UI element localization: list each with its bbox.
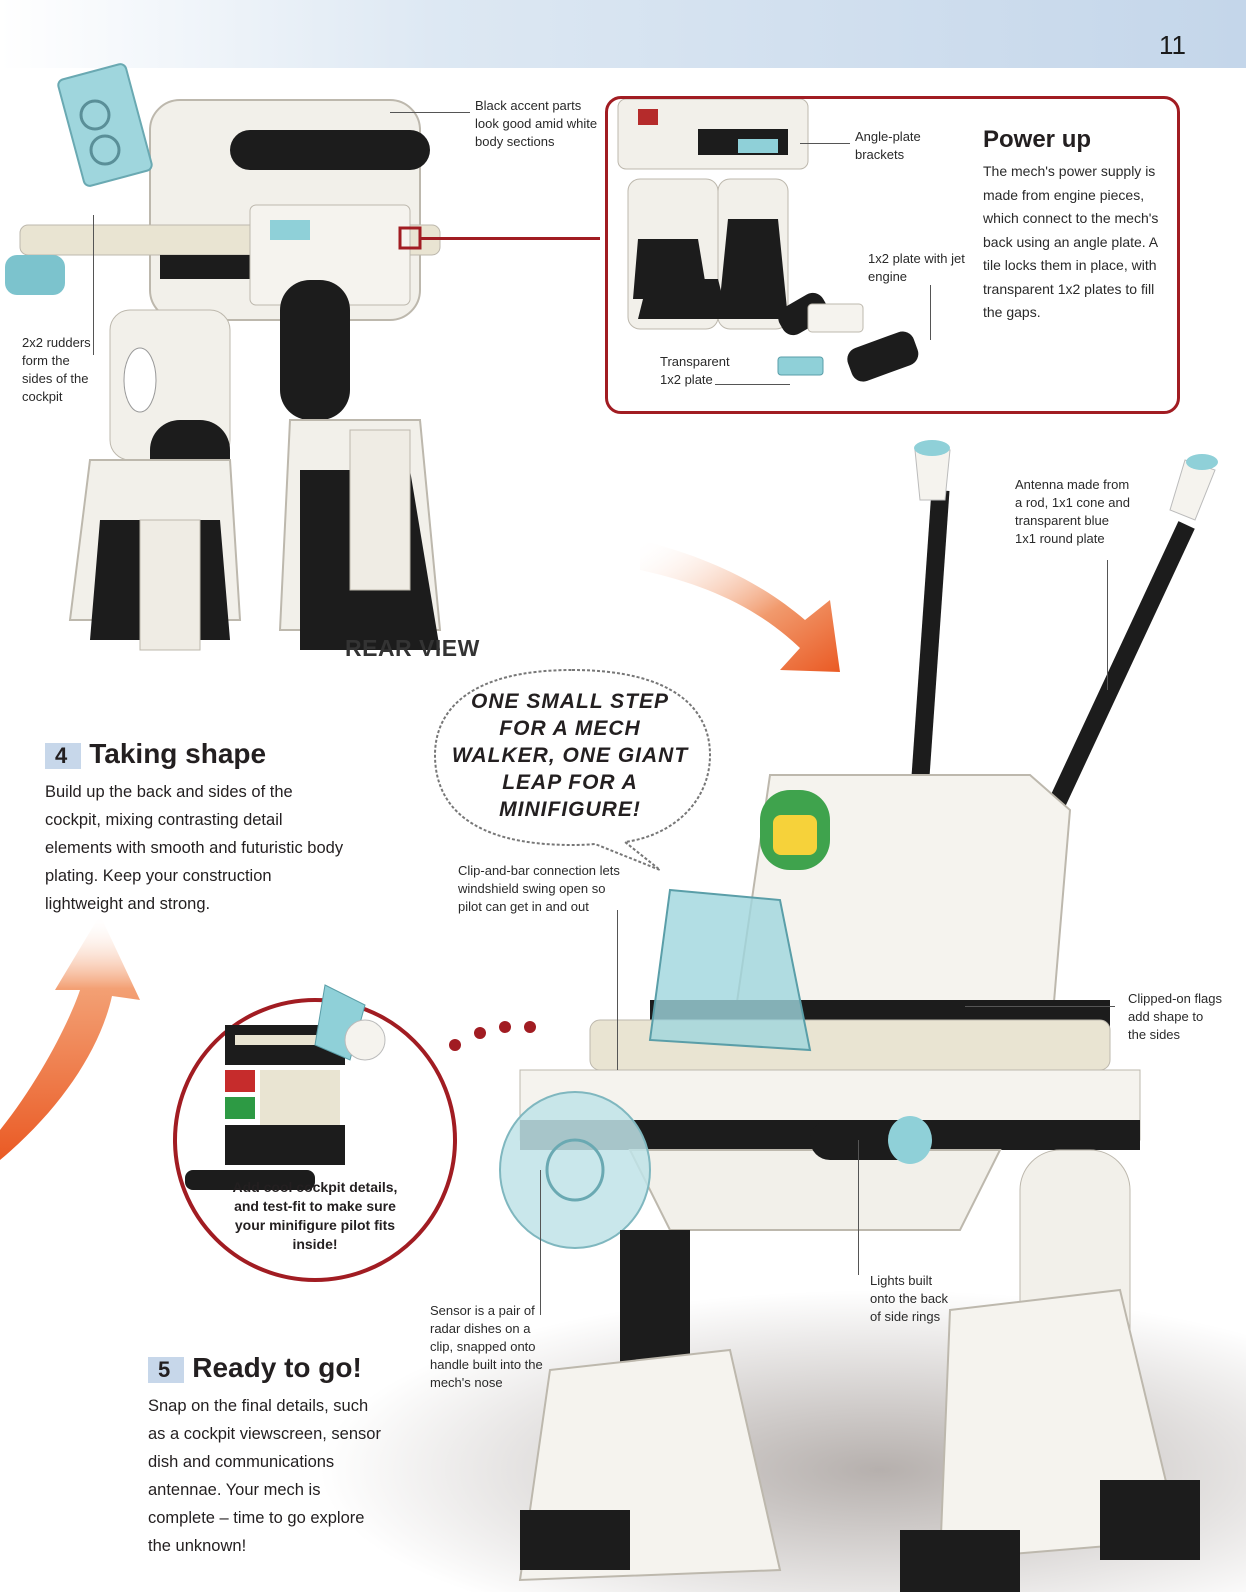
power-up-text: The mech's power supply is made from eng… — [983, 163, 1159, 320]
step4-number: 4 — [45, 743, 82, 769]
rear-view-label: REAR VIEW — [345, 635, 480, 661]
note-clip-bar: Clip-and-bar connection lets windshield … — [458, 863, 620, 914]
page-number: 11 — [1159, 30, 1186, 60]
step5-heading: 5 Ready to go! — [148, 1352, 362, 1384]
arrow-right-curve — [640, 540, 840, 672]
leader-line — [965, 1006, 1115, 1007]
note-transparent-plate: Transparent 1x2 plate — [660, 354, 730, 387]
speech-bubble-shape — [433, 668, 712, 871]
note-angle-plate: Angle-plate brackets — [855, 129, 921, 162]
speech-bubble-text: ONE SMALL STEP FOR A MECH WALKER, ONE GI… — [451, 690, 689, 821]
note-black-accent: Black accent parts look good amid white … — [475, 98, 598, 149]
note-lights: Lights built onto the back of side rings — [870, 1273, 949, 1324]
step5-title: Ready to go! — [192, 1352, 362, 1383]
leader-line — [540, 1170, 541, 1315]
note-sensor: Sensor is a pair of radar dishes on a cl… — [430, 1303, 543, 1390]
step5-number: 5 — [148, 1357, 185, 1383]
leader-line — [617, 910, 618, 1070]
note-jet-engine: 1x2 plate with jet engine — [868, 251, 965, 284]
rear-view-mech-image — [5, 63, 442, 651]
header-bar — [0, 0, 1246, 68]
step5-text: Snap on the final details, such as a coc… — [148, 1397, 381, 1555]
power-supply-image — [617, 99, 919, 382]
mech-walker-image — [499, 440, 1218, 1592]
callout-connector — [420, 237, 600, 240]
note-antenna: Antenna made from a rod, 1x1 cone and tr… — [1015, 477, 1130, 546]
power-up-title: Power up — [983, 126, 1092, 153]
arrow-up-curve — [0, 915, 140, 1160]
step4-heading: 4 Taking shape — [45, 738, 266, 770]
note-rudders: 2x2 rudders form the sides of the cockpi… — [22, 335, 91, 404]
step4-text: Build up the back and sides of the cockp… — [45, 783, 344, 913]
leader-line — [390, 112, 470, 113]
note-flags: Clipped-on flags add shape to the sides — [1128, 991, 1222, 1042]
step4-title: Taking shape — [89, 738, 267, 769]
leader-line — [93, 215, 94, 355]
leader-line — [800, 143, 850, 144]
cockpit-detail-circle — [173, 984, 536, 1282]
leader-line — [930, 285, 931, 340]
leader-line — [715, 384, 790, 385]
leader-line — [858, 1140, 859, 1275]
cockpit-caption: Add cool cockpit details, and test-fit t… — [232, 1179, 398, 1252]
leader-line — [1107, 560, 1108, 690]
